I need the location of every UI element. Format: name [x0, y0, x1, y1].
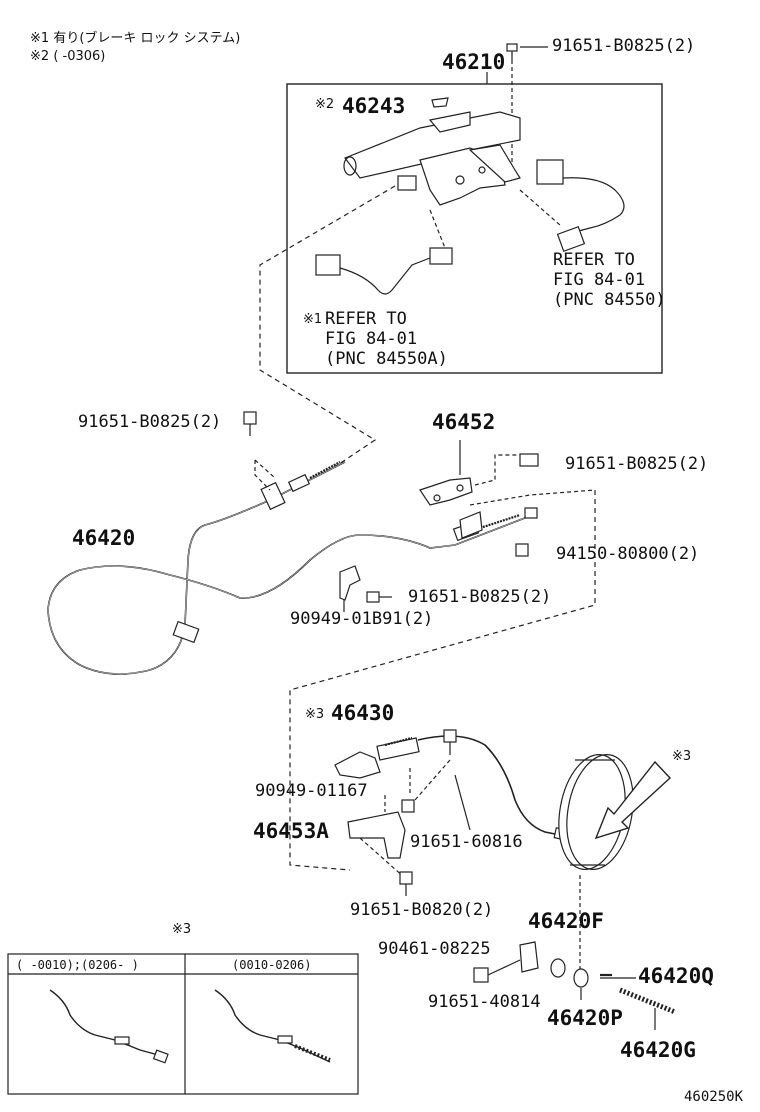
bolt-left-icon: [243, 411, 276, 491]
clip-90949-01b91[interactable]: 90949-01B91(2): [290, 609, 434, 629]
note-1: ※1 有り(ブレーキ ロック システム): [30, 32, 240, 45]
part-46243[interactable]: 46243: [342, 94, 406, 118]
note-2-text: ( -0306): [53, 49, 106, 64]
mark-1: ※1: [303, 312, 323, 327]
inset-table: [7, 953, 359, 1095]
refer-84550a-line3: (PNC 84550A): [325, 349, 448, 369]
note-1-mark: ※1: [30, 31, 50, 46]
bolt-91651-b0825-mid[interactable]: 91651-B0825(2): [408, 587, 552, 607]
refer-84550-line3: (PNC 84550): [553, 290, 666, 310]
part-46420p[interactable]: 46420P: [547, 1006, 623, 1030]
part-46420f[interactable]: 46420F: [528, 909, 604, 933]
front-cable-icon: [47, 461, 531, 675]
small-parts-icon: [473, 875, 676, 1030]
leader-box-cable: [259, 185, 396, 471]
switch-wire-icon: [315, 209, 453, 295]
inset-header-1: ( -0010);(0206- ): [16, 958, 139, 972]
clip-90949-01167[interactable]: 90949-01167: [255, 781, 368, 801]
bracket-46453a-icon: [347, 768, 415, 896]
bolt-91651-b0825-top[interactable]: 91651-B0825(2): [552, 36, 696, 56]
clip-90949-icon: [339, 565, 392, 612]
leader-mid: [289, 490, 596, 871]
bolt-91651-b0825-left[interactable]: 91651-B0825(2): [78, 412, 222, 432]
part-46420g[interactable]: 46420G: [620, 1038, 696, 1062]
refer-84550[interactable]: REFER TO FIG 84-01 (PNC 84550): [553, 250, 666, 310]
note-1-text: 有り(ブレーキ ロック システム): [53, 31, 241, 46]
part-46420[interactable]: 46420: [72, 526, 136, 550]
mark-3-c: ※3: [172, 922, 192, 937]
mark-2: ※2: [315, 97, 335, 112]
diagram-code: 460250K: [684, 1089, 744, 1105]
bolt-91651-60816[interactable]: 91651-60816: [410, 832, 523, 852]
refer-84550a-line1: REFER TO: [325, 309, 407, 329]
part-46452[interactable]: 46452: [432, 410, 496, 434]
nut-94150-80800[interactable]: 94150-80800(2): [556, 544, 700, 564]
switch-connector-icon: [519, 159, 625, 252]
part-46210[interactable]: 46210: [442, 50, 506, 74]
mark-3-b: ※3: [672, 749, 692, 764]
refer-84550-line2: FIG 84-01: [553, 270, 646, 290]
assembly-frame: [286, 83, 663, 374]
inset-header-2: (0010-0206): [232, 958, 312, 972]
bolt-91651-b0825-right[interactable]: 91651-B0825(2): [565, 454, 709, 474]
bolt-91651-40814[interactable]: 91651-40814: [428, 992, 541, 1012]
clip-90461-08225[interactable]: 90461-08225: [378, 939, 491, 959]
part-46453a[interactable]: 46453A: [253, 819, 329, 843]
refer-84550-line1: REFER TO: [553, 250, 635, 270]
refer-84550a-line2: FIG 84-01: [325, 329, 418, 349]
bolt-91651-b0820[interactable]: 91651-B0820(2): [350, 900, 494, 920]
part-46420q[interactable]: 46420Q: [638, 964, 714, 988]
bracket-46452-icon: [419, 440, 539, 506]
equalizer-icon: [459, 489, 596, 557]
note-2: ※2 ( -0306): [30, 50, 105, 63]
part-46430[interactable]: 46430: [331, 701, 395, 725]
mark-3-a: ※3: [305, 707, 325, 722]
bolt-60816-icon: [414, 729, 471, 831]
refer-84550a[interactable]: REFER TO FIG 84-01 (PNC 84550A): [325, 309, 448, 369]
arrow-icon: [594, 760, 671, 840]
note-2-mark: ※2: [30, 49, 50, 64]
parking-lever-icon: [343, 97, 521, 206]
